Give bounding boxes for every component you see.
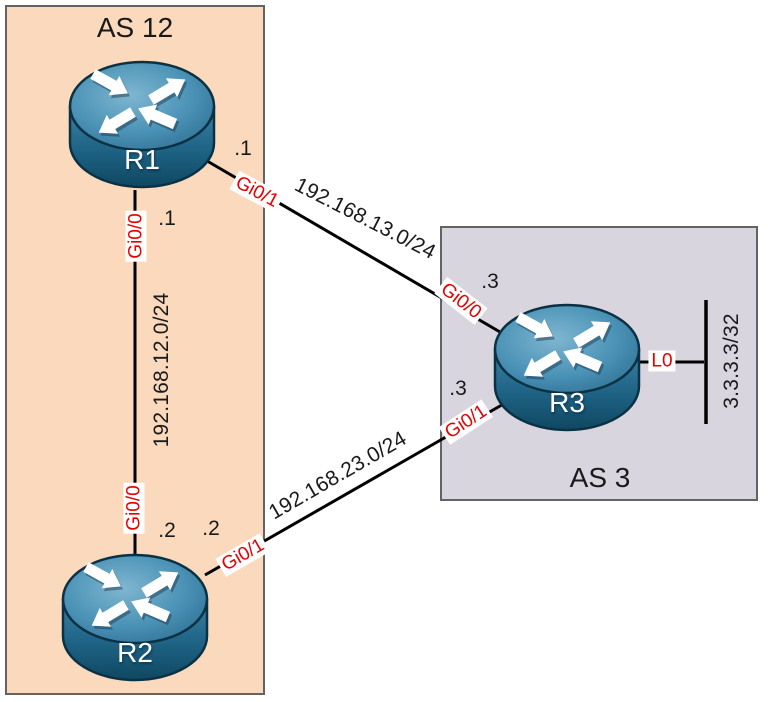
r3-gi01-ip-label: .3 [449, 377, 467, 400]
network-12-label: 192.168.12.0/24 [150, 292, 173, 448]
r2-gi00-interface-label: Gi0/0 [123, 482, 145, 534]
r1-gi01-ip-label: .1 [234, 137, 252, 160]
r2-gi00-ip-label: .2 [158, 519, 176, 542]
router-r2-name: R2 [117, 637, 153, 668]
as3-title: AS 3 [569, 462, 631, 493]
router-r1-name: R1 [124, 144, 160, 175]
r1-gi00-ip-label: .1 [158, 207, 176, 230]
r1-gi00-interface-label: Gi0/0 [125, 210, 147, 262]
router-r3: R3 [492, 302, 642, 432]
r3-loopback-interface-label: L0 [648, 350, 676, 372]
r2-gi01-ip-label: .2 [202, 517, 220, 540]
router-r1: R1 [67, 59, 217, 189]
loopback-network-label: 3.3.3.3/32 [720, 313, 743, 409]
router-r2: R2 [60, 552, 210, 682]
r3-gi00-ip-label: .3 [481, 270, 499, 293]
router-r3-name: R3 [549, 387, 585, 418]
as12-title: AS 12 [96, 12, 174, 43]
